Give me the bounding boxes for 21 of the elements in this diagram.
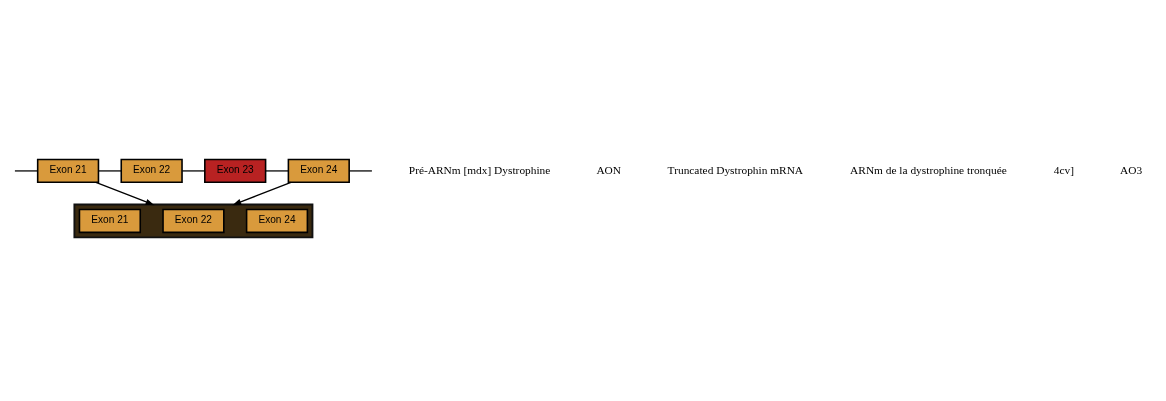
connector [14, 169, 39, 172]
label: ARNm de la dystrophine tronquée [850, 163, 1007, 176]
node-box: Exon 21 [36, 158, 100, 183]
node-box: Exon 22 [162, 208, 225, 233]
connector [181, 169, 206, 172]
arrow [232, 181, 292, 205]
label: AON [596, 163, 622, 176]
label: 4cv] [1053, 163, 1075, 176]
connector [97, 169, 122, 172]
node-box: Exon 21 [78, 208, 142, 233]
connector [348, 169, 373, 172]
label: AO3 [1119, 163, 1143, 176]
node-box: Exon 22 [120, 158, 183, 183]
connector [265, 169, 289, 172]
arrow [95, 181, 155, 205]
label: Truncated Dystrophin mRNA [667, 163, 804, 176]
label: Pré-ARNm [mdx] Dystrophine [408, 163, 551, 176]
cluster [73, 203, 314, 238]
node-box: Exon 24 [245, 208, 309, 233]
node-box: Exon 24 [287, 158, 350, 183]
node-box: Exon 23 [204, 158, 267, 183]
